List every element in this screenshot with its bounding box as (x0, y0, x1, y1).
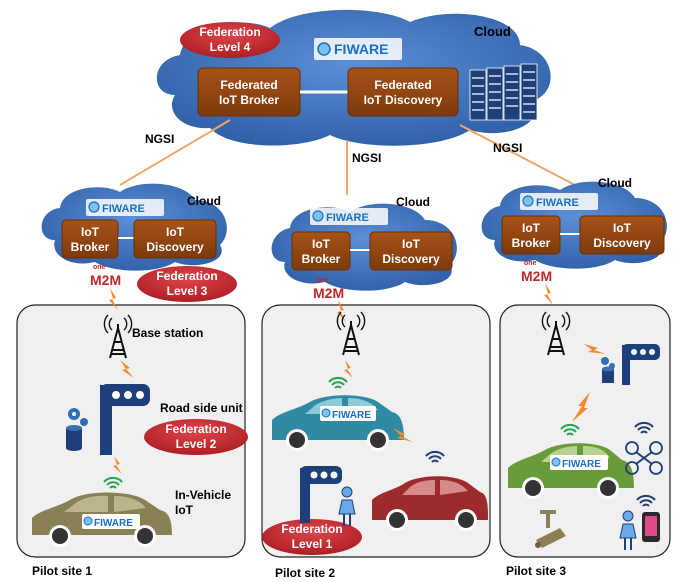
database-icon (66, 425, 82, 451)
svg-text:one: one (93, 264, 106, 271)
svg-text:M2M: M2M (90, 272, 121, 288)
svg-text:FIWARE: FIWARE (536, 197, 579, 209)
svg-text:Level 3: Level 3 (167, 284, 208, 298)
federation-level-4: Federation Level 4 (180, 22, 280, 58)
traffic-light-icon (300, 466, 342, 523)
car-2: FIWARE (272, 395, 404, 451)
iot-discovery-1: IoT Discovery (133, 219, 217, 259)
federation-level-1: Federation Level 1 (262, 519, 362, 555)
svg-text:FIWARE: FIWARE (102, 203, 145, 215)
database-icon (602, 366, 614, 383)
pilot-site-3-label: Pilot site 3 (506, 564, 566, 578)
fiware-logo: FIWARE (86, 199, 164, 216)
svg-text:Level 1: Level 1 (292, 537, 333, 551)
lightning-icon (572, 392, 590, 422)
gear-icon (68, 408, 88, 426)
lightning-icon (393, 428, 413, 442)
ngsi-links (119, 119, 576, 195)
svg-text:FIWARE: FIWARE (94, 518, 133, 529)
cloud-2-label: Cloud (396, 195, 430, 209)
car-1: FIWARE (32, 492, 172, 547)
svg-text:Federation: Federation (156, 269, 217, 283)
pilot-site-1-label: Pilot site 1 (32, 564, 92, 578)
svg-text:one: one (524, 260, 537, 267)
cloud-3-label: Cloud (598, 176, 632, 190)
svg-text:IoT Broker: IoT Broker (219, 93, 279, 107)
svg-text:IoT Discovery: IoT Discovery (364, 93, 443, 107)
svg-text:Discovery: Discovery (593, 236, 651, 250)
svg-text:Discovery: Discovery (146, 240, 204, 254)
svg-text:Federated: Federated (374, 78, 431, 92)
phone-icon (642, 512, 660, 542)
svg-text:IoT: IoT (522, 221, 541, 235)
fiware-logo: FIWARE (520, 193, 598, 210)
svg-text:M2M: M2M (521, 268, 552, 284)
svg-text:Discovery: Discovery (382, 252, 440, 266)
svg-text:Federation: Federation (165, 422, 226, 436)
svg-text:IoT: IoT (81, 225, 100, 239)
onem2m-logo: one M2M (313, 277, 344, 301)
cloud-1-label: Cloud (187, 194, 221, 208)
ngsi-label-1: NGSI (145, 132, 174, 146)
svg-text:Level 4: Level 4 (210, 40, 251, 54)
svg-text:FIWARE: FIWARE (332, 410, 371, 421)
car-3 (372, 476, 488, 531)
iot-broker-3: IoT Broker (501, 215, 561, 255)
iot-broker-1: IoT Broker (61, 219, 119, 259)
traffic-light-icon (100, 384, 150, 455)
camera-icon (535, 510, 566, 548)
svg-text:one: one (316, 277, 329, 284)
svg-text:IoT: IoT (312, 237, 331, 251)
svg-text:IoT: IoT (166, 225, 185, 239)
svg-text:IoT: IoT (402, 237, 421, 251)
federation-level-3: Federation Level 3 (137, 266, 237, 302)
svg-text:FIWARE: FIWARE (562, 459, 601, 470)
pilot-site-2-label: Pilot site 2 (275, 566, 335, 580)
svg-text:Federation: Federation (199, 25, 260, 39)
fiware-logo: FIWARE (314, 38, 402, 60)
svg-text:FIWARE: FIWARE (326, 212, 369, 224)
in-vehicle-label-1: In-Vehicle (175, 488, 231, 502)
svg-text:IoT: IoT (613, 221, 632, 235)
svg-text:FIWARE: FIWARE (334, 41, 388, 57)
svg-text:Level 2: Level 2 (176, 437, 217, 451)
person-icon (338, 486, 356, 526)
iot-discovery-2: IoT Discovery (369, 231, 453, 271)
federated-iot-broker: Federated IoT Broker (197, 67, 301, 117)
federated-iot-discovery: Federated IoT Discovery (347, 67, 459, 117)
iot-broker-2: IoT Broker (291, 231, 351, 271)
onem2m-logo: one M2M (90, 264, 121, 288)
svg-text:Federation: Federation (281, 522, 342, 536)
iot-discovery-3: IoT Discovery (579, 215, 665, 255)
in-vehicle-label-2: IoT (175, 503, 194, 517)
federation-level-2: Federation Level 2 (144, 419, 248, 455)
lightning-icon (584, 344, 606, 354)
ngsi-label-3: NGSI (493, 141, 522, 155)
traffic-light-icon (622, 344, 660, 385)
car-4: FIWARE (508, 443, 634, 499)
top-cloud-label: Cloud (474, 24, 511, 39)
onem2m-logo: one M2M (521, 260, 552, 284)
drone-icon (625, 441, 663, 475)
base-station-label: Base station (132, 326, 203, 340)
lightning-icon (120, 360, 134, 378)
svg-text:Broker: Broker (302, 252, 341, 266)
road-side-unit-label: Road side unit (160, 401, 243, 415)
svg-text:M2M: M2M (313, 285, 344, 301)
svg-text:Broker: Broker (512, 236, 551, 250)
ngsi-label-2: NGSI (352, 151, 381, 165)
person-icon (619, 510, 637, 550)
svg-text:Broker: Broker (71, 240, 110, 254)
svg-text:Federated: Federated (220, 78, 277, 92)
fiware-logo: FIWARE (310, 208, 388, 225)
server-rack-icon (469, 63, 538, 121)
lightning-icon (544, 283, 553, 305)
